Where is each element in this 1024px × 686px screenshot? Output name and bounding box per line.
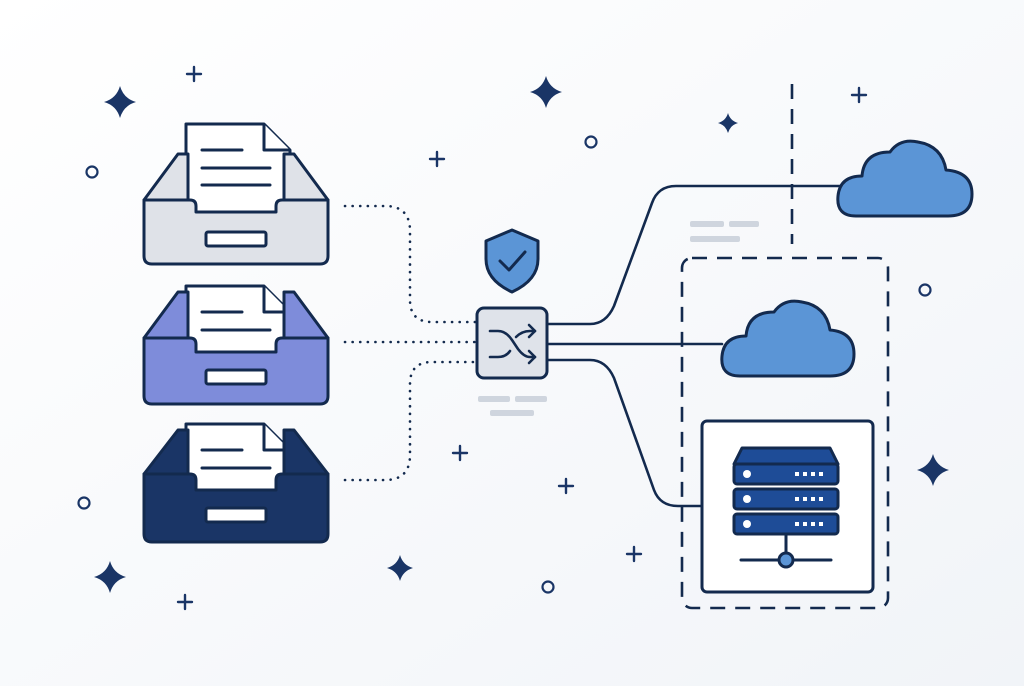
sparkle-star-icon [94, 561, 126, 593]
connector-light-tray [343, 204, 478, 324]
ring-icon [541, 580, 555, 594]
dashed-network-boundary [680, 256, 890, 610]
ring-icon [85, 165, 99, 179]
dark-inbox-tray [142, 422, 330, 544]
plus-icon [625, 545, 643, 563]
link-to-external-cloud [546, 184, 842, 326]
light-inbox-tray [142, 122, 330, 266]
medium-inbox-tray [142, 284, 330, 406]
ring-icon [918, 283, 932, 297]
placeholder-label-upper [690, 221, 759, 242]
sparkle-star-icon [387, 555, 413, 581]
link-to-server [546, 358, 704, 508]
dotted-connectors [343, 204, 478, 482]
plus-icon [185, 65, 203, 83]
placeholder-label-router [478, 396, 547, 416]
router-switch [475, 306, 549, 380]
ring-icon [584, 135, 598, 149]
shield-check-icon [484, 228, 540, 294]
ring-icon [77, 496, 91, 510]
cloud-icon [836, 139, 974, 218]
shuffle-icon [488, 323, 537, 365]
sparkle-star-icon [718, 113, 738, 133]
server-rack-icon [732, 446, 840, 569]
sparkle-star-icon [530, 76, 562, 108]
internal-cloud [720, 299, 856, 378]
network-boundary [680, 84, 890, 610]
external-cloud [836, 139, 974, 218]
plus-icon [428, 150, 446, 168]
solid-connectors [546, 184, 842, 508]
plus-icon [557, 477, 575, 495]
sparkle-star-icon [917, 454, 949, 486]
sparkle-decorations [77, 65, 949, 611]
plus-icon [451, 444, 469, 462]
cloud-icon [720, 299, 856, 378]
document-icon [184, 122, 292, 234]
plus-icon [176, 593, 194, 611]
sparkle-star-icon [104, 86, 136, 118]
plus-icon [850, 86, 868, 104]
on-prem-server [700, 419, 875, 594]
